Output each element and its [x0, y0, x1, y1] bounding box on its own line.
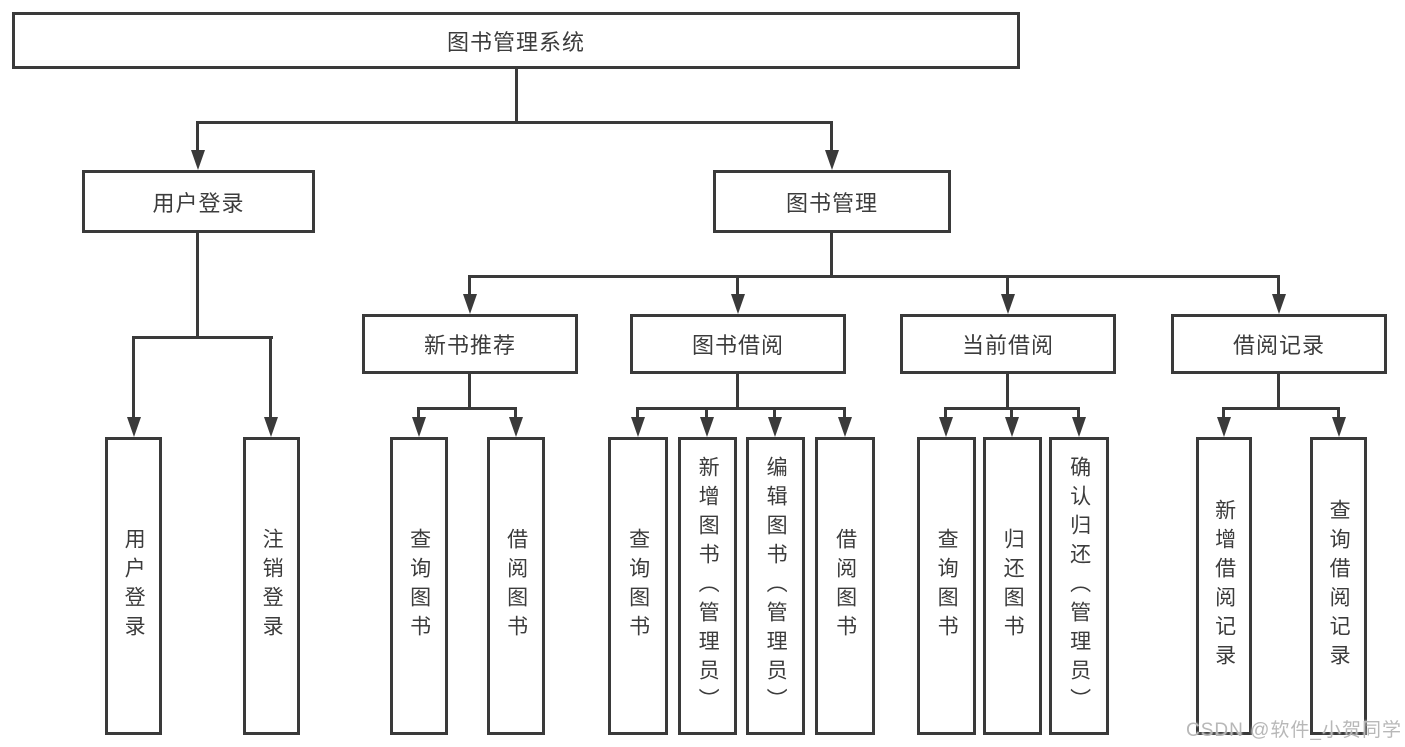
leaf-label: 查询借阅记录 [1327, 499, 1351, 673]
connector-line [514, 407, 517, 419]
leaf-current-return-books: 归还图书 [983, 437, 1042, 735]
leaf-borrow-borrow-books: 借阅图书 [815, 437, 875, 735]
connector-line [1006, 374, 1009, 409]
arrow-down-icon [1217, 417, 1231, 437]
connector-line [417, 407, 517, 410]
arrow-down-icon [731, 294, 745, 314]
leaf-label: 新增图书（管理员） [696, 455, 720, 717]
connector-line [468, 275, 1280, 278]
leaf-label: 查询图书 [407, 528, 431, 644]
leaf-recommend-query-books: 查询图书 [390, 437, 448, 735]
connector-line [132, 336, 273, 339]
leaf-label: 查询图书 [626, 528, 650, 644]
connector-line [132, 336, 135, 419]
leaf-label: 注销登录 [260, 528, 284, 644]
connector-line [197, 121, 833, 124]
node-label: 借阅记录 [1232, 333, 1325, 358]
connector-line [736, 275, 739, 297]
leaf-logout: 注销登录 [243, 437, 300, 735]
watermark-text: CSDN @软件_小贺同学 [1186, 720, 1402, 741]
arrow-down-icon [700, 417, 714, 437]
leaf-label: 借阅图书 [504, 528, 528, 644]
leaf-label: 借阅图书 [833, 528, 857, 644]
arrow-down-icon [463, 294, 477, 314]
node-current-borrow: 当前借阅 [900, 314, 1116, 374]
leaf-label: 归还图书 [1001, 528, 1025, 644]
leaf-borrow-edit-books-admin: 编辑图书（管理员） [746, 437, 805, 735]
leaf-borrow-add-books-admin: 新增图书（管理员） [678, 437, 737, 735]
connector-line [830, 233, 833, 278]
node-label: 图书管理系统 [446, 29, 585, 55]
arrow-down-icon [768, 417, 782, 437]
connector-line [269, 336, 272, 419]
arrow-down-icon [1001, 294, 1015, 314]
arrow-down-icon [825, 150, 839, 170]
leaf-current-query-books: 查询图书 [917, 437, 976, 735]
arrow-down-icon [1072, 417, 1086, 437]
node-label: 图书借阅 [691, 333, 784, 358]
leaf-user-login: 用户登录 [105, 437, 162, 735]
arrow-down-icon [191, 150, 205, 170]
connector-line [944, 407, 947, 419]
node-label: 图书管理 [785, 190, 878, 216]
node-label: 用户登录 [152, 190, 245, 216]
connector-line [417, 407, 420, 419]
arrow-down-icon [838, 417, 852, 437]
connector-line [1222, 407, 1225, 419]
leaf-label: 用户登录 [122, 528, 146, 644]
leaf-records-add-record: 新增借阅记录 [1196, 437, 1252, 735]
node-label: 当前借阅 [961, 333, 1054, 358]
connector-line [468, 374, 471, 409]
connector-line [1006, 275, 1009, 297]
leaf-label: 查询图书 [935, 528, 959, 644]
leaf-borrow-query-books: 查询图书 [608, 437, 668, 735]
connector-line [636, 407, 846, 410]
arrow-down-icon [509, 417, 523, 437]
connector-line [843, 407, 846, 419]
connector-line [705, 407, 708, 419]
arrow-down-icon [631, 417, 645, 437]
node-new-book-recommend: 新书推荐 [362, 314, 578, 374]
arrow-down-icon [412, 417, 426, 437]
connector-line [1337, 407, 1340, 419]
arrow-down-icon [127, 417, 141, 437]
connector-line [830, 121, 833, 153]
arrow-down-icon [939, 417, 953, 437]
node-book-management: 图书管理 [713, 170, 951, 233]
connector-line [736, 374, 739, 409]
connector-line [1277, 275, 1280, 297]
connector-line [1010, 407, 1013, 419]
connector-line [773, 407, 776, 419]
leaf-label: 确认归还（管理员） [1067, 455, 1091, 717]
connector-line [515, 69, 518, 123]
node-book-borrow: 图书借阅 [630, 314, 846, 374]
arrow-down-icon [1005, 417, 1019, 437]
connector-line [1277, 374, 1280, 409]
leaf-current-confirm-return-admin: 确认归还（管理员） [1049, 437, 1109, 735]
connector-line [196, 121, 199, 153]
node-user-login: 用户登录 [82, 170, 315, 233]
connector-line [196, 233, 199, 338]
arrow-down-icon [1332, 417, 1346, 437]
node-borrow-records: 借阅记录 [1171, 314, 1387, 374]
leaf-label: 新增借阅记录 [1212, 499, 1236, 673]
arrow-down-icon [1272, 294, 1286, 314]
connector-line [1222, 407, 1340, 410]
connector-line [636, 407, 639, 419]
leaf-label: 编辑图书（管理员） [764, 455, 788, 717]
leaf-records-query-record: 查询借阅记录 [1310, 437, 1367, 735]
connector-line [1077, 407, 1080, 419]
leaf-recommend-borrow-books: 借阅图书 [487, 437, 545, 735]
node-book-management-system: 图书管理系统 [12, 12, 1020, 69]
arrow-down-icon [264, 417, 278, 437]
node-label: 新书推荐 [423, 333, 516, 358]
connector-line [468, 275, 471, 297]
